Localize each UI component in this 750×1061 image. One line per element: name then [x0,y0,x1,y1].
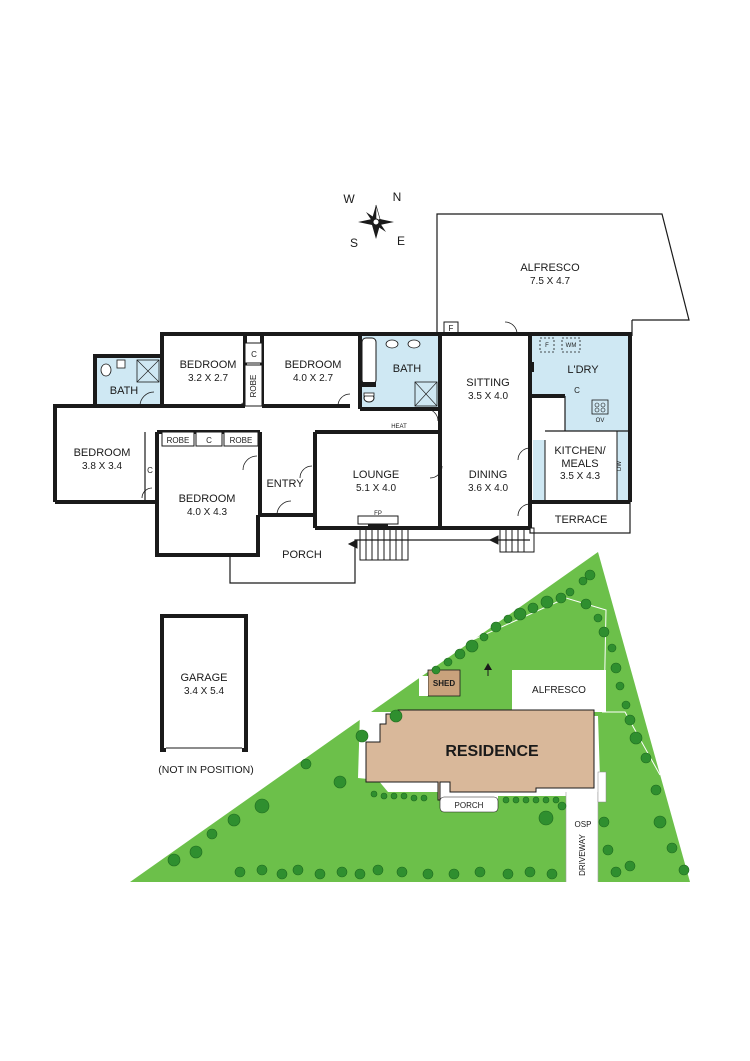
lounge-dims: 5.1 X 4.0 [356,483,396,494]
oven-label: OV [596,418,605,424]
alfresco-dims: 7.5 X 4.7 [530,276,570,287]
bedroom1-dims: 3.2 X 2.7 [188,373,228,384]
bedroom4-dims: 4.0 X 4.3 [187,507,227,518]
bedroom2-label: BEDROOM [285,359,342,371]
alfresco-area: ALFRESCO 7.5 X 4.7 [436,213,690,336]
bath-main-label: BATH [393,363,422,375]
bath-left-label: BATH [110,385,139,397]
bedroom2-dims: 4.0 X 2.7 [293,373,333,384]
osp-label: OSP [575,820,592,829]
porch-label: PORCH [282,549,322,561]
bedroom1-label: BEDROOM [180,359,237,371]
fridge-label-laundry: F [545,343,549,349]
dining-dims: 3.6 X 4.0 [468,483,508,494]
wet-areas [95,336,630,502]
site-shed [427,669,461,697]
kitchen-label-2: MEALS [561,458,598,470]
robe-label-right: ROBE [230,436,253,445]
alfresco-label: ALFRESCO [520,262,580,274]
door-swings [139,321,531,517]
site-porch [439,796,499,813]
heater-label: HEAT [391,424,407,430]
site-plan: SHED ALFRESCO RESIDENCE PORCH OSP DRIVEW… [130,552,690,882]
robe-label-upper: ROBE [249,375,258,398]
cupboard-label-upper: C [251,350,257,359]
bedroom3-dims: 3.8 X 3.4 [82,461,122,472]
steps [347,527,535,561]
fireplace-label: FP [374,511,382,517]
garage-label: GARAGE [180,672,227,684]
garage-note: (NOT IN POSITION) [158,764,253,776]
driveway-label: DRIVEWAY [578,833,587,875]
cupboard-label-mid: C [206,436,212,445]
compass-w: W [343,192,355,206]
compass-n: N [393,190,402,204]
room-labels: BATH BEDROOM 3.2 X 2.7 BEDROOM 4.0 X 2.7… [74,359,608,561]
fixture-symbols [100,321,618,528]
bedroom4-label: BEDROOM [179,493,236,505]
cupboard-label-laundry: C [574,386,580,395]
fridge-label-alfresco: F [449,324,454,333]
trees [167,569,690,880]
terrace-label: TERRACE [555,514,608,526]
residence-label: RESIDENCE [445,743,539,760]
dining-label: DINING [469,469,508,481]
garage: GARAGE 3.4 X 5.4 (NOT IN POSITION) [158,614,254,776]
site-alfresco-label: ALFRESCO [532,685,586,696]
storage: ROBE C ROBE C ROBE C C F F WM OV DW HEAT… [147,324,623,517]
dishwasher-label: DW [617,461,623,471]
compass-e: E [397,234,405,248]
bedroom3-label: BEDROOM [74,447,131,459]
sitting-dims: 3.5 X 4.0 [468,391,508,402]
wm-label: WM [566,343,577,349]
site-porch-label: PORCH [455,801,484,810]
sitting-label: SITTING [466,377,509,389]
cupboard-label-bedroom3: C [147,466,153,475]
residence-footprint [365,709,595,801]
site-driveway [566,792,598,882]
kitchen-label-1: KITCHEN/ [554,445,606,457]
site-shed-label: SHED [433,679,455,688]
site-alfresco [512,670,606,712]
kitchen-dims: 3.5 X 4.3 [560,471,600,482]
garage-dims: 3.4 X 5.4 [184,686,224,697]
compass-s: S [350,236,358,250]
house-walls [53,332,632,584]
lounge-label: LOUNGE [353,469,399,481]
robe-label-left: ROBE [167,436,190,445]
laundry-label: L'DRY [567,364,599,376]
compass-rose: W N S E [343,190,405,250]
entry-label: ENTRY [266,478,304,490]
